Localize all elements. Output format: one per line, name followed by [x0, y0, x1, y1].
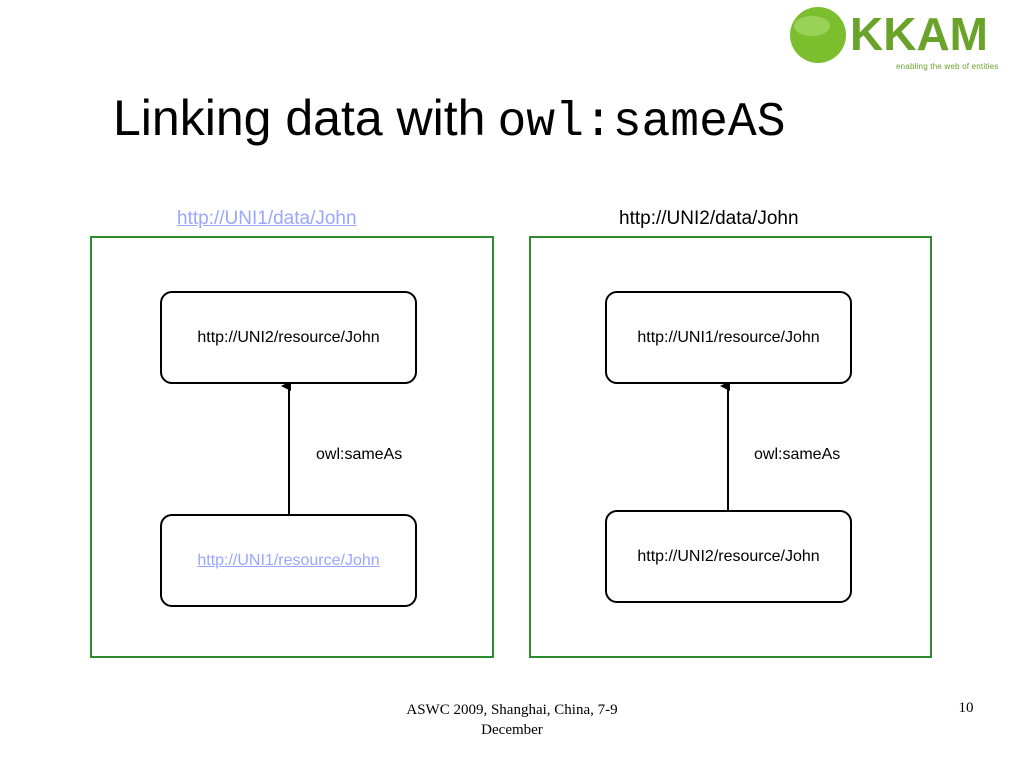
okkam-logo: KKAM enabling the web of entities: [786, 4, 1020, 74]
okkam-logo-mark: KKAM: [790, 7, 988, 63]
node-right-top: http://UNI1/resource/John: [605, 291, 852, 384]
node-left-bottom-label[interactable]: http://UNI1/resource/John: [197, 551, 380, 569]
footer-line-1: ASWC 2009, Shanghai, China, 7-9: [406, 702, 618, 718]
node-left-bottom: http://UNI1/resource/John: [160, 514, 417, 607]
node-left-top: http://UNI2/resource/John: [160, 291, 417, 384]
node-right-bottom-label: http://UNI2/resource/John: [637, 547, 820, 565]
pane-right-label: http://UNI2/data/John: [619, 208, 799, 229]
pane-left: [90, 236, 494, 658]
title-text: Linking data with: [113, 90, 486, 146]
page-number: 10: [958, 700, 974, 716]
pane-left-label[interactable]: http://UNI1/data/John: [177, 208, 357, 229]
footer-line-2: December: [481, 722, 543, 738]
slide-footer: ASWC 2009, Shanghai, China, 7-9 December: [372, 700, 652, 740]
title-code: owl:sameAS: [497, 96, 786, 150]
node-right-bottom: http://UNI2/resource/John: [605, 510, 852, 603]
node-left-top-label: http://UNI2/resource/John: [197, 328, 380, 346]
pane-right: [529, 236, 932, 658]
edge-left-label: owl:sameAs: [316, 446, 403, 463]
edge-right-label: owl:sameAs: [754, 446, 841, 463]
node-right-top-label: http://UNI1/resource/John: [637, 328, 820, 346]
logo-tagline: enabling the web of entities: [896, 62, 999, 71]
logo-wordmark: KKAM: [850, 8, 988, 60]
